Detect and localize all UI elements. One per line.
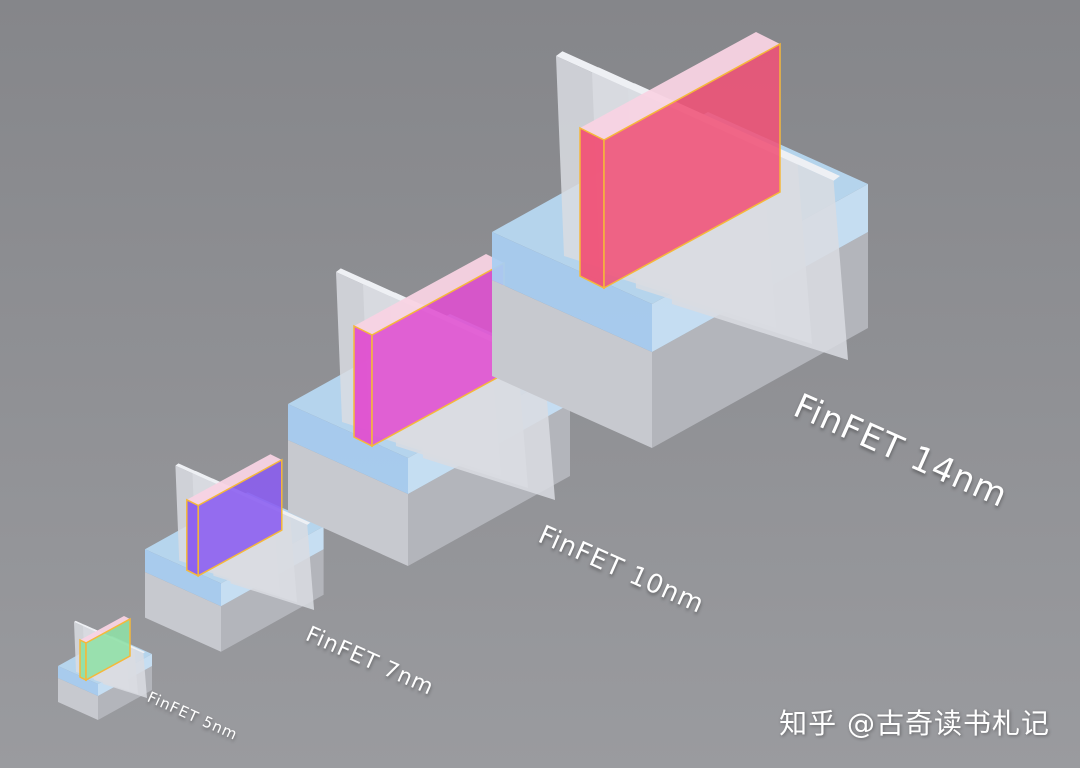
- transistor-14nm: [492, 32, 868, 448]
- substrate-front: [145, 572, 221, 652]
- glass-front: [58, 666, 98, 696]
- glass-front: [145, 549, 221, 607]
- gate-top: [186, 454, 282, 506]
- substrate-front: [58, 678, 98, 720]
- transistor-7nm: [145, 454, 324, 652]
- transistor-group: [58, 32, 868, 720]
- gate-top: [354, 254, 504, 335]
- substrate-front: [288, 440, 408, 566]
- glass-front: [492, 232, 652, 352]
- gate-front: [579, 126, 605, 290]
- gate-front: [353, 324, 373, 448]
- glass-front: [288, 404, 408, 494]
- gate-top: [80, 616, 130, 643]
- gate-top: [580, 32, 780, 140]
- gate-side: [603, 42, 781, 290]
- gate-front: [79, 638, 87, 682]
- transistor-5nm: [58, 616, 152, 720]
- substrate-front: [492, 280, 652, 448]
- watermark: 知乎 @古奇读书札记: [779, 707, 1050, 740]
- gate-front: [186, 498, 199, 578]
- gate-side: [85, 617, 131, 682]
- gate-side: [197, 458, 283, 578]
